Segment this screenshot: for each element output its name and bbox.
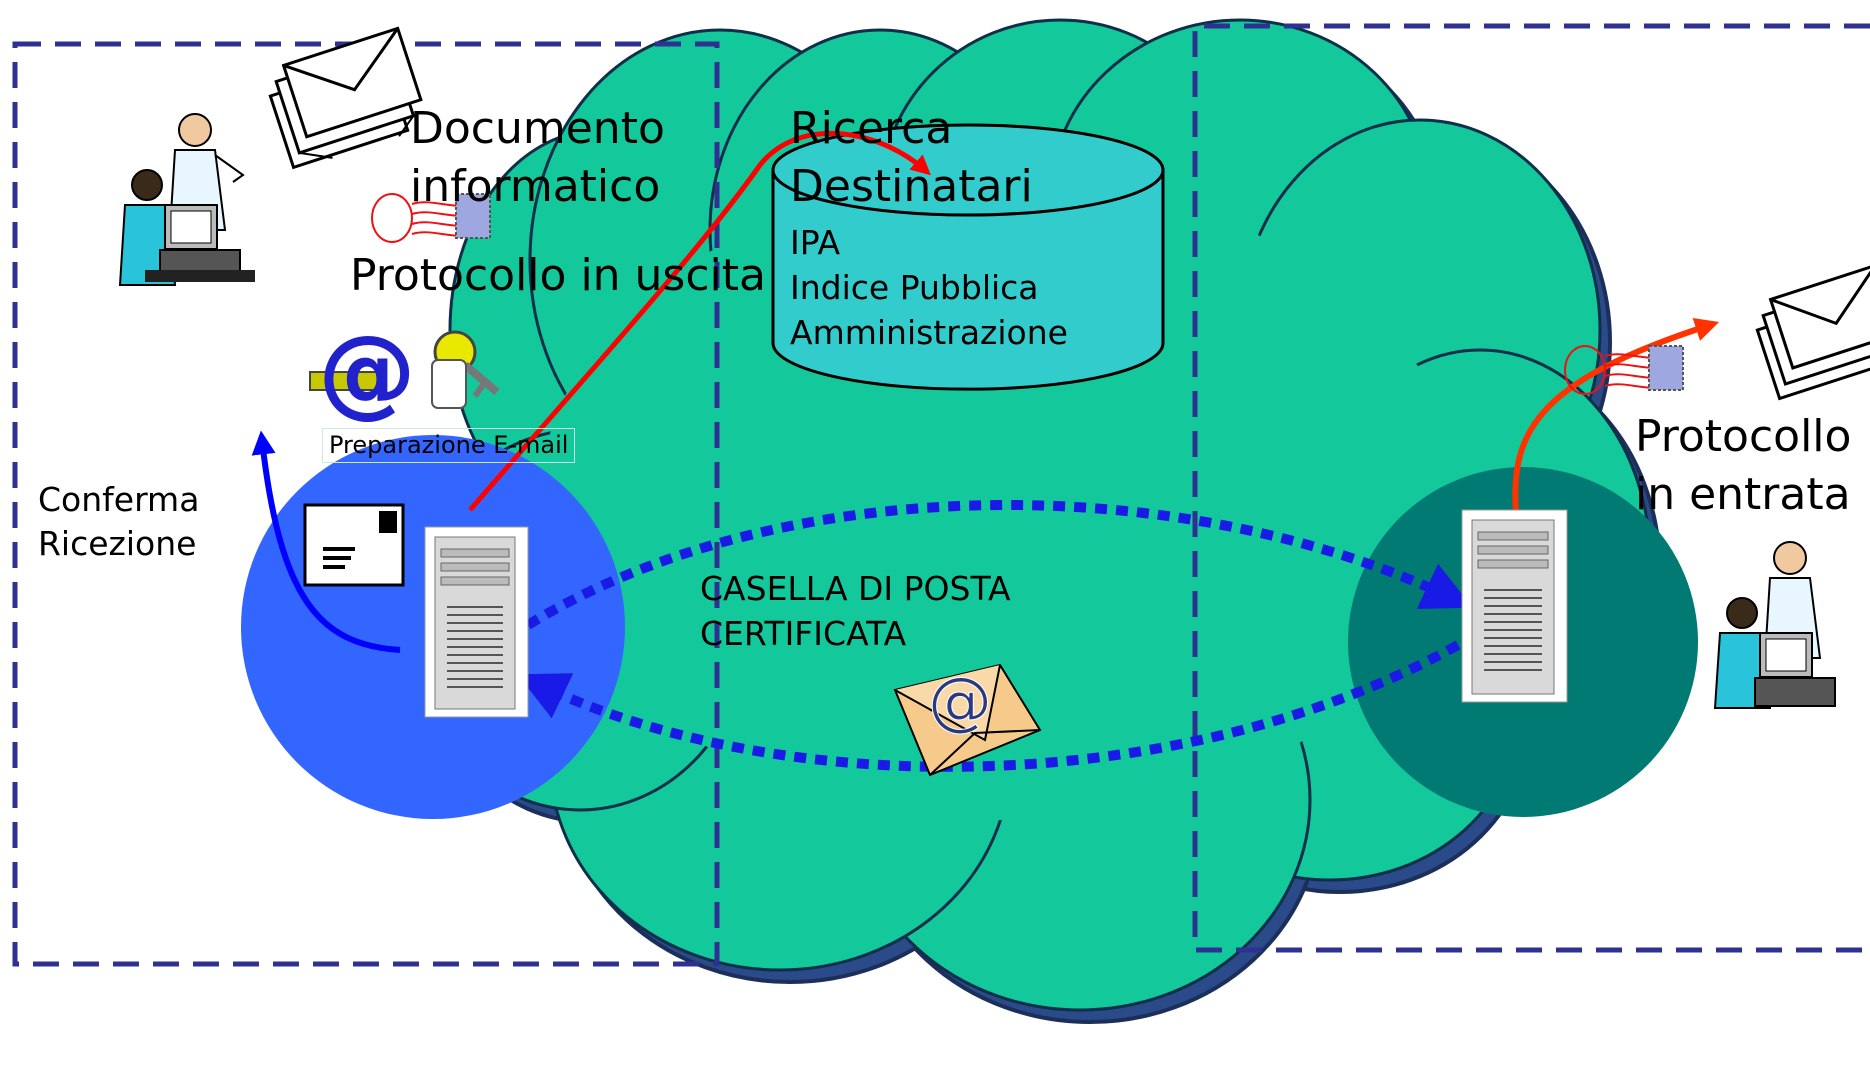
svg-text:@: @ (928, 665, 992, 739)
svg-text:@: @ (318, 315, 416, 429)
receiver-postage-stamp-icon (1564, 345, 1684, 395)
preparazione-label: Preparazione E-mail (322, 428, 576, 463)
operators-clipart-icon (118, 113, 255, 286)
casella-label: CASELLA DI POSTA CERTIFICATA (700, 569, 1011, 653)
email-envelope-icon: @ (893, 663, 1042, 777)
cloud-body (540, 180, 1460, 820)
documento-label: Documento informatico (410, 103, 665, 212)
mail-stack-icon (268, 26, 423, 170)
postage-stamp-icon (371, 193, 491, 243)
receipt-dotted-arrow (517, 640, 1461, 772)
sender-domain-border (12, 41, 720, 967)
ricerca-label: Ricerca Destinatari (790, 103, 1033, 212)
receiver-server-icon (1461, 509, 1568, 703)
send-dotted-arrow (525, 500, 1473, 630)
protocollo-uscita-label: Protocollo in uscita (350, 250, 766, 301)
protocollo-entrata-label: Protocollo in entrata (1635, 411, 1852, 520)
lookup-red-arrow (468, 130, 931, 512)
ipa-database (771, 123, 1165, 391)
envelope-icon (303, 503, 405, 587)
ipa-label: IPA Indice Pubblica Amministrazione (790, 223, 1068, 352)
receiver-operators-clipart-icon (1713, 541, 1836, 709)
confirmation-blue-arrow (251, 430, 401, 653)
server-icon (424, 526, 529, 718)
receiver-domain-border (1192, 23, 1870, 953)
receiver-mail-stack-icon (1755, 263, 1870, 401)
at-key-icon: @ (309, 315, 500, 429)
conferma-label: Conferma Ricezione (38, 480, 200, 563)
